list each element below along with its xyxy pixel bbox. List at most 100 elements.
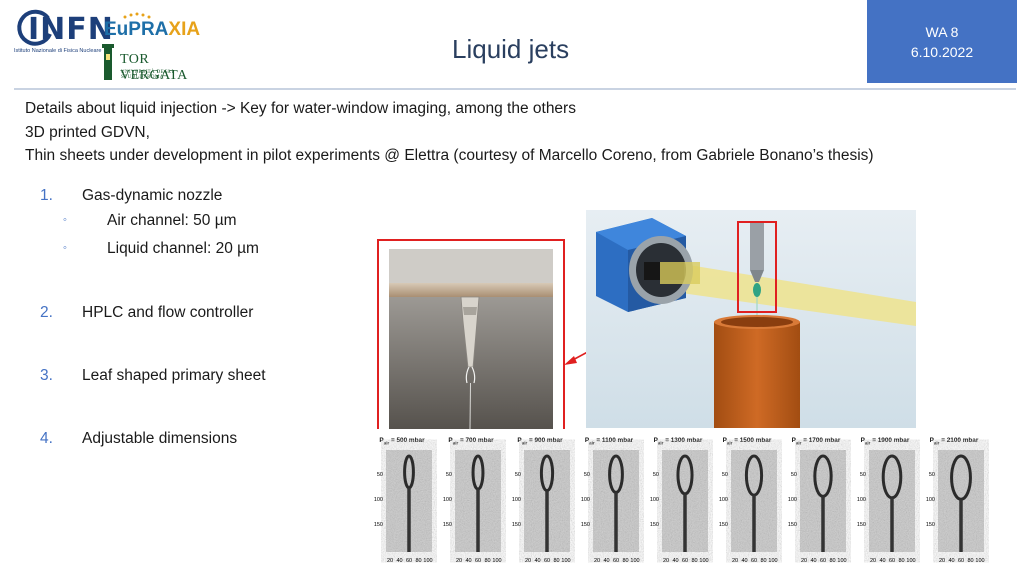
x-tick-label: 60 [820, 558, 826, 564]
y-tick-label: 100 [650, 497, 659, 503]
x-tick-label: 40 [810, 558, 816, 564]
y-tick-label: 50 [860, 472, 866, 478]
panel-pressure-label: Pair = 2100 mbar [930, 437, 979, 445]
x-tick-label: 20 [525, 558, 531, 564]
pressure-symbol: P [584, 437, 590, 444]
x-tick-label: 60 [889, 558, 895, 564]
list-subitem-1: Air channel: 50 µm [107, 212, 237, 229]
eupraxia-text-part1: EuPRA [104, 19, 169, 40]
y-tick-label: 100 [443, 497, 452, 503]
y-tick-label: 150 [443, 522, 452, 528]
y-tick-label: 150 [374, 522, 383, 528]
y-tick-label: 50 [377, 472, 383, 478]
eupraxia-logo-text: EuPRAXIA [104, 19, 200, 41]
panel-pressure-label: Pair = 500 mbar [379, 437, 424, 445]
pressure-subscript: air [864, 440, 871, 446]
x-tick-label: 60 [751, 558, 757, 564]
pressure-symbol: P [379, 437, 384, 444]
x-tick-label: 60 [475, 558, 481, 564]
intro-line-2: 3D printed GDVN, [25, 123, 150, 141]
y-tick-label: 100 [512, 497, 521, 503]
x-tick-label: 80 [829, 558, 835, 564]
y-tick-label: 100 [857, 497, 866, 503]
pressure-subscript: air [657, 440, 664, 446]
x-tick-label: 100 [561, 558, 570, 564]
x-tick-label: 20 [870, 558, 876, 564]
pressure-subscript: air [795, 440, 802, 446]
bullet-icon: ◦ [63, 242, 67, 254]
page-title: Liquid jets [452, 34, 570, 64]
badge-line-1: WA 8 [925, 24, 959, 40]
x-tick-label: 80 [760, 558, 766, 564]
infn-logo: INFN Istituto Nazionale di Fisica Nuclea… [14, 8, 113, 58]
x-tick-label: 60 [958, 558, 964, 564]
x-tick-label: 80 [553, 558, 559, 564]
badge-line-2: 6.10.2022 [910, 44, 974, 60]
pressure-subscript: air [383, 440, 390, 446]
x-tick-label: 60 [406, 558, 412, 564]
list-item-2: HPLC and flow controller [82, 304, 254, 321]
x-tick-label: 100 [975, 558, 984, 564]
pressure-symbol: P [448, 437, 453, 444]
pressure-value: = 500 mbar [389, 437, 425, 444]
pressure-symbol: P [791, 437, 796, 444]
intro-line-1: Details about liquid injection -> Key fo… [25, 100, 576, 117]
x-tick-label: 80 [622, 558, 628, 564]
y-tick-label: 150 [512, 522, 521, 528]
pressure-symbol: P [929, 437, 934, 444]
pressure-symbol: P [860, 437, 865, 444]
panel-pressure-label: Pair = 1500 mbar [723, 437, 772, 445]
infn-logo-text: INFN [28, 12, 114, 47]
pressure-symbol: P [722, 437, 727, 444]
y-tick-label: 150 [857, 522, 866, 528]
pressure-subscript: air [933, 440, 940, 446]
pressure-symbol: P [653, 437, 658, 444]
pressure-value: = 900 mbar [527, 437, 563, 444]
panel-pressure-label: Pair = 1900 mbar [861, 437, 910, 445]
x-tick-label: 20 [732, 558, 738, 564]
y-tick-label: 150 [581, 522, 590, 528]
x-tick-label: 100 [423, 558, 432, 564]
x-tick-label: 100 [906, 558, 915, 564]
intro-line-3: Thin sheets under development in pilot e… [25, 147, 874, 164]
pressure-value: = 1100 mbar [594, 437, 634, 444]
y-tick-label: 150 [926, 522, 935, 528]
date-badge: WA 8 6.10.2022 [867, 0, 1017, 83]
nozzle-photo [389, 249, 553, 430]
list-item-3: Leaf shaped primary sheet [82, 367, 266, 384]
nozzle-photo-frame [377, 239, 565, 430]
x-tick-label: 40 [879, 558, 885, 564]
x-tick-label: 80 [898, 558, 904, 564]
intro-text: Details about liquid injection -> Key fo… [25, 97, 874, 168]
pressure-value: = 1700 mbar [801, 437, 841, 444]
list-number-3: 3. [40, 367, 53, 384]
x-tick-label: 60 [613, 558, 619, 564]
x-tick-label: 100 [837, 558, 846, 564]
x-tick-label: 100 [630, 558, 639, 564]
y-tick-label: 100 [374, 497, 383, 503]
pressure-value: = 1500 mbar [732, 437, 772, 444]
x-tick-label: 40 [672, 558, 678, 564]
x-tick-label: 80 [415, 558, 421, 564]
x-tick-label: 20 [387, 558, 393, 564]
list-number-2: 2. [40, 304, 53, 321]
pressure-value: = 1900 mbar [870, 437, 910, 444]
pressure-value: = 1300 mbar [663, 437, 703, 444]
setup-render-drawing [586, 210, 916, 428]
eupraxia-text-part2: XIA [168, 19, 201, 40]
x-tick-label: 40 [534, 558, 540, 564]
y-tick-label: 50 [515, 472, 521, 478]
eu-stars-icon [123, 12, 151, 19]
y-tick-label: 50 [446, 472, 452, 478]
eupraxia-logo: EuPRAXIA [104, 12, 200, 42]
y-tick-label: 50 [929, 472, 935, 478]
